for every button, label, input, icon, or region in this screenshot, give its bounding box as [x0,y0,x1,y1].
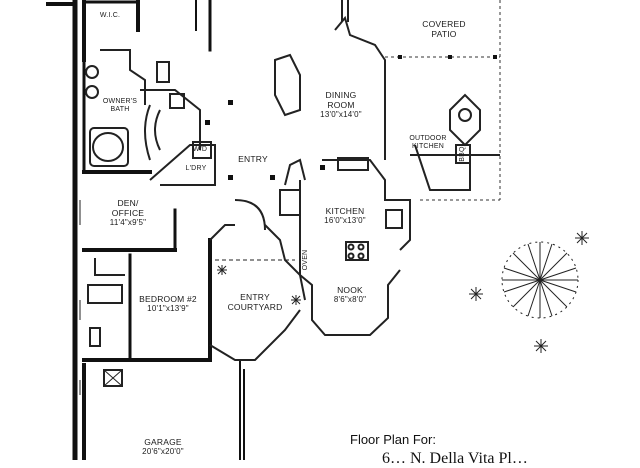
bedroom2-label: BEDROOM #2 10'1"x13'9" [139,294,197,314]
oven-name: OVEN [302,249,309,271]
covered-patio-label: COVERED PATIO [422,19,465,39]
laundry-label: L'DRY [186,165,207,173]
wic-name: W.I.C. [99,12,121,19]
exterior-walls [46,0,245,460]
entry-courtyard-line2: COURTYARD [227,302,283,312]
nook-line1: NOOK [337,285,363,295]
kitchen-line1: KITCHEN [325,206,365,216]
dining-line2: ROOM [327,100,355,110]
columns [205,55,497,180]
den-line2: OFFICE [111,208,145,218]
owners-bath-line1: OWNER'S [102,98,138,105]
garage-line1: GARAGE [144,437,182,447]
covered-patio-line2: PATIO [431,29,457,39]
bedroom2-dimensions: 10'1"x13'9" [147,304,189,313]
covered-patio-line1: COVERED [422,19,466,29]
den-office-label: DEN/ OFFICE 11'4"x9'5" [110,198,146,228]
dining-line1: DINING [325,90,357,100]
laundry-name: L'DRY [185,165,207,172]
garage-dimensions: 20'6"x20'0" [142,447,184,456]
entry-label: ENTRY [238,154,268,164]
covered-patio-outline [385,0,501,201]
entry-name: ENTRY [238,154,268,164]
bedroom2-line1: BEDROOM #2 [139,294,197,304]
den-dimensions: 11'4"x9'5" [109,218,147,227]
outdoor-kitchen-line1: OUTDOOR [409,135,447,142]
kitchen-dimensions: 16'0"x13'0" [324,216,366,225]
floor-plan-caption-title: Floor Plan For: [350,432,436,447]
outdoor-kitchen-line2: KITCHEN [411,143,445,150]
bbq-name: BBQ [459,146,466,162]
landscape-plants [217,231,589,353]
entry-courtyard-line1: ENTRY [240,292,270,302]
outdoor-kitchen-label: OUTDOOR KITCHEN [409,135,446,151]
oven-label: OVEN [302,250,310,271]
wd-name: W/D [192,146,208,153]
nook-label: NOOK 8'6"x8'0" [334,285,366,305]
bbq-label: BBQ [459,146,467,161]
kitchen-label: KITCHEN 16'0"x13'0" [324,206,366,226]
garage-label: GARAGE 20'6"x20'0" [142,437,184,457]
owners-bath-label: OWNER'S BATH [103,98,137,114]
wd-label: W/D [193,146,207,154]
dining-dimensions: 13'0"x14'0" [320,110,362,119]
owners-bath-line2: BATH [110,106,130,113]
entry-courtyard-label: ENTRY COURTYARD [228,292,283,312]
wic-label: W.I.C. [100,12,120,20]
den-line1: DEN/ [117,198,139,208]
dining-room-label: DINING ROOM 13'0"x14'0" [320,90,362,120]
floor-plan-caption-address: 6… N. Della Vita Pl… [382,450,528,467]
interior-walls [79,0,500,395]
nook-dimensions: 8'6"x8'0" [333,295,367,304]
